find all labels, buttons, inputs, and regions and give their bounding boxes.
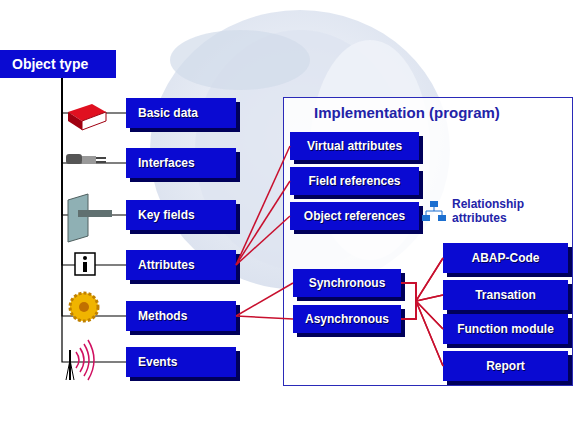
gear-icon [70,293,98,321]
key-card-icon [68,194,112,242]
item-box: Report [443,351,568,381]
box-label: Virtual attributes [307,140,402,153]
plug-icon [66,154,106,164]
box-label: Field references [308,175,400,188]
box-label: Object type [12,56,88,72]
item-box: Key fields [126,200,236,230]
item-box: Virtual attributes [290,132,419,160]
connector-line [401,301,443,329]
connector-line [401,301,443,366]
item-box: Function module [443,314,568,344]
item-box: Field references [290,167,419,195]
book-icon [68,104,106,130]
antenna-icon [66,340,94,380]
box-label: ABAP-Code [472,252,540,265]
connector-line [236,146,290,265]
info-icon [75,253,95,275]
connector-line [236,216,290,265]
connector-line [236,181,290,265]
item-box: ABAP-Code [443,243,568,273]
item-box: Methods [126,301,236,331]
item-box: Synchronous [293,269,401,297]
relationship-label: Relationship attributes [452,197,542,225]
connector-line [401,283,443,301]
connector-line [236,316,293,319]
connector-line [401,258,443,319]
connector-line [401,295,443,319]
connector-line [62,78,126,113]
connector-line [401,283,443,329]
item-box: Asynchronous [293,305,401,333]
box-label: Events [138,356,177,369]
item-box: Object references [290,202,419,230]
item-box: Basic data [126,98,236,128]
connector-line [62,78,126,362]
box-label: Synchronous [309,277,386,290]
connector-line [62,78,126,316]
item-box: Events [126,347,236,377]
frame-title: Implementation (program) [314,104,500,121]
item-box: Interfaces [126,148,236,178]
group-frame: Implementation (program) Virtual attribut… [283,97,573,386]
item-box: Transation [443,280,568,310]
connector-line [401,258,443,301]
hierarchy-icon [422,201,446,221]
box-label: Basic data [138,107,198,120]
box-label: Key fields [138,209,195,222]
box-label: Attributes [138,259,195,272]
connector-line [62,78,126,265]
box-label: Asynchronous [305,313,389,326]
box-label: Interfaces [138,157,195,170]
box-label: Object references [304,210,405,223]
box-label: Function module [457,323,554,336]
connector-line [401,283,443,366]
box-label: Methods [138,310,187,323]
box-label: Report [486,360,525,373]
box-label: Transation [475,289,536,302]
connector-line [62,78,126,163]
item-box: Attributes [126,250,236,280]
connector-line [236,283,293,316]
root-box: Object type [0,50,116,78]
connector-line [62,78,126,215]
